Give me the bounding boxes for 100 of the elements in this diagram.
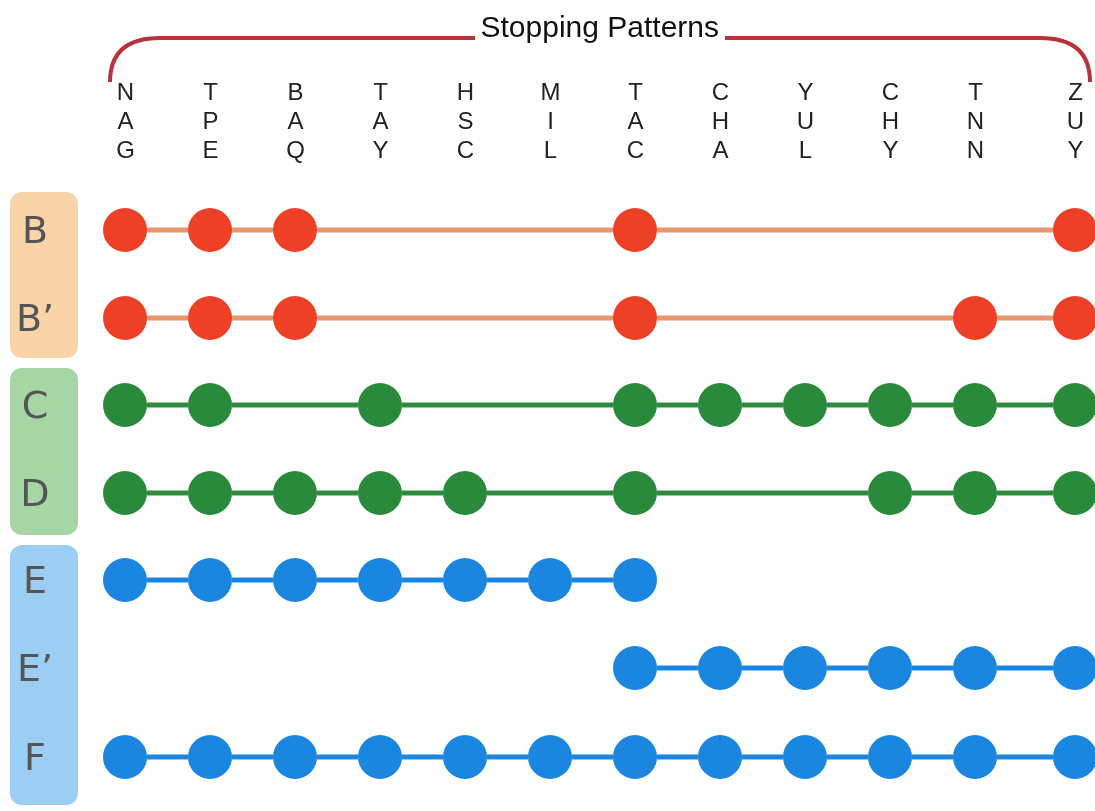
route-line [147, 754, 188, 760]
route-line [147, 227, 188, 233]
stop-dot [613, 735, 657, 779]
stop-dot [443, 735, 487, 779]
route-line [742, 754, 783, 760]
route-line [147, 577, 188, 583]
route-line [912, 490, 953, 496]
route-line [572, 577, 613, 583]
route-line [487, 754, 528, 760]
stop-dot [613, 646, 657, 690]
route-line [657, 754, 698, 760]
route-line [827, 754, 868, 760]
stop-dot [953, 296, 997, 340]
route-line [912, 402, 953, 408]
route-line [487, 577, 528, 583]
stop-dot [1053, 646, 1095, 690]
stop-dot [103, 735, 147, 779]
stop-dot [188, 296, 232, 340]
route-line [402, 402, 613, 408]
stop-dot [698, 735, 742, 779]
route-line [997, 402, 1053, 408]
stop-dot [188, 735, 232, 779]
route-line [912, 754, 953, 760]
route-line [147, 315, 188, 321]
stop-dot [103, 471, 147, 515]
station-code: CHY [876, 78, 905, 165]
stop-dot [613, 296, 657, 340]
stop-dot [358, 558, 402, 602]
stop-dot [443, 471, 487, 515]
route-line [317, 315, 613, 321]
station-code: TNN [961, 78, 990, 165]
route-line [402, 754, 443, 760]
stop-dot [1053, 735, 1095, 779]
route-line [827, 402, 868, 408]
stop-dot [273, 735, 317, 779]
row-label: B’ [14, 296, 56, 340]
stop-dot [613, 208, 657, 252]
stop-dot [613, 558, 657, 602]
stop-dot [103, 208, 147, 252]
route-line [232, 754, 273, 760]
stop-dot [783, 735, 827, 779]
route-line [657, 665, 698, 671]
stop-dot [358, 735, 402, 779]
route-line [742, 665, 783, 671]
stop-dot [868, 646, 912, 690]
station-code: CHA [706, 78, 735, 165]
group-band [10, 192, 78, 358]
route-line [997, 754, 1053, 760]
stop-dot [613, 383, 657, 427]
route-line [232, 577, 273, 583]
stop-dot [953, 735, 997, 779]
station-code: NAG [111, 78, 140, 165]
row-label: D [19, 471, 51, 515]
route-line [912, 665, 953, 671]
row-label: F [23, 735, 47, 779]
row-label: C [20, 383, 50, 427]
station-code: TAC [621, 78, 650, 165]
stop-dot [188, 383, 232, 427]
station-code: HSC [451, 78, 480, 165]
row-label: E [22, 558, 48, 602]
stop-dot [1053, 208, 1095, 252]
stop-dot [528, 558, 572, 602]
stop-dot [1053, 383, 1095, 427]
stop-dot [273, 471, 317, 515]
route-line [147, 490, 188, 496]
station-code: MIL [536, 78, 565, 165]
stop-dot [358, 471, 402, 515]
stop-dot [273, 558, 317, 602]
stop-dot [188, 471, 232, 515]
route-line [657, 315, 953, 321]
route-line [742, 402, 783, 408]
route-line [317, 754, 358, 760]
route-line [657, 490, 868, 496]
stop-dot [698, 646, 742, 690]
route-line [317, 490, 358, 496]
route-line [232, 227, 273, 233]
stop-dot [188, 558, 232, 602]
station-code: BAQ [281, 78, 310, 165]
stop-dot [1053, 296, 1095, 340]
route-line [402, 577, 443, 583]
stop-dot [358, 383, 402, 427]
station-code: ZUY [1061, 78, 1090, 165]
stop-dot [613, 471, 657, 515]
stop-dot [273, 296, 317, 340]
route-line [827, 665, 868, 671]
row-label: E’ [15, 646, 55, 690]
stop-dot [783, 383, 827, 427]
group-band [10, 545, 78, 805]
stop-dot [103, 296, 147, 340]
stop-dot [1053, 471, 1095, 515]
route-line [487, 490, 613, 496]
route-line [997, 315, 1053, 321]
route-line [657, 402, 698, 408]
stop-dot [783, 646, 827, 690]
route-line [572, 754, 613, 760]
stop-dot [868, 383, 912, 427]
route-line [997, 490, 1053, 496]
route-line [232, 490, 273, 496]
route-line [997, 665, 1053, 671]
stop-dot [273, 208, 317, 252]
